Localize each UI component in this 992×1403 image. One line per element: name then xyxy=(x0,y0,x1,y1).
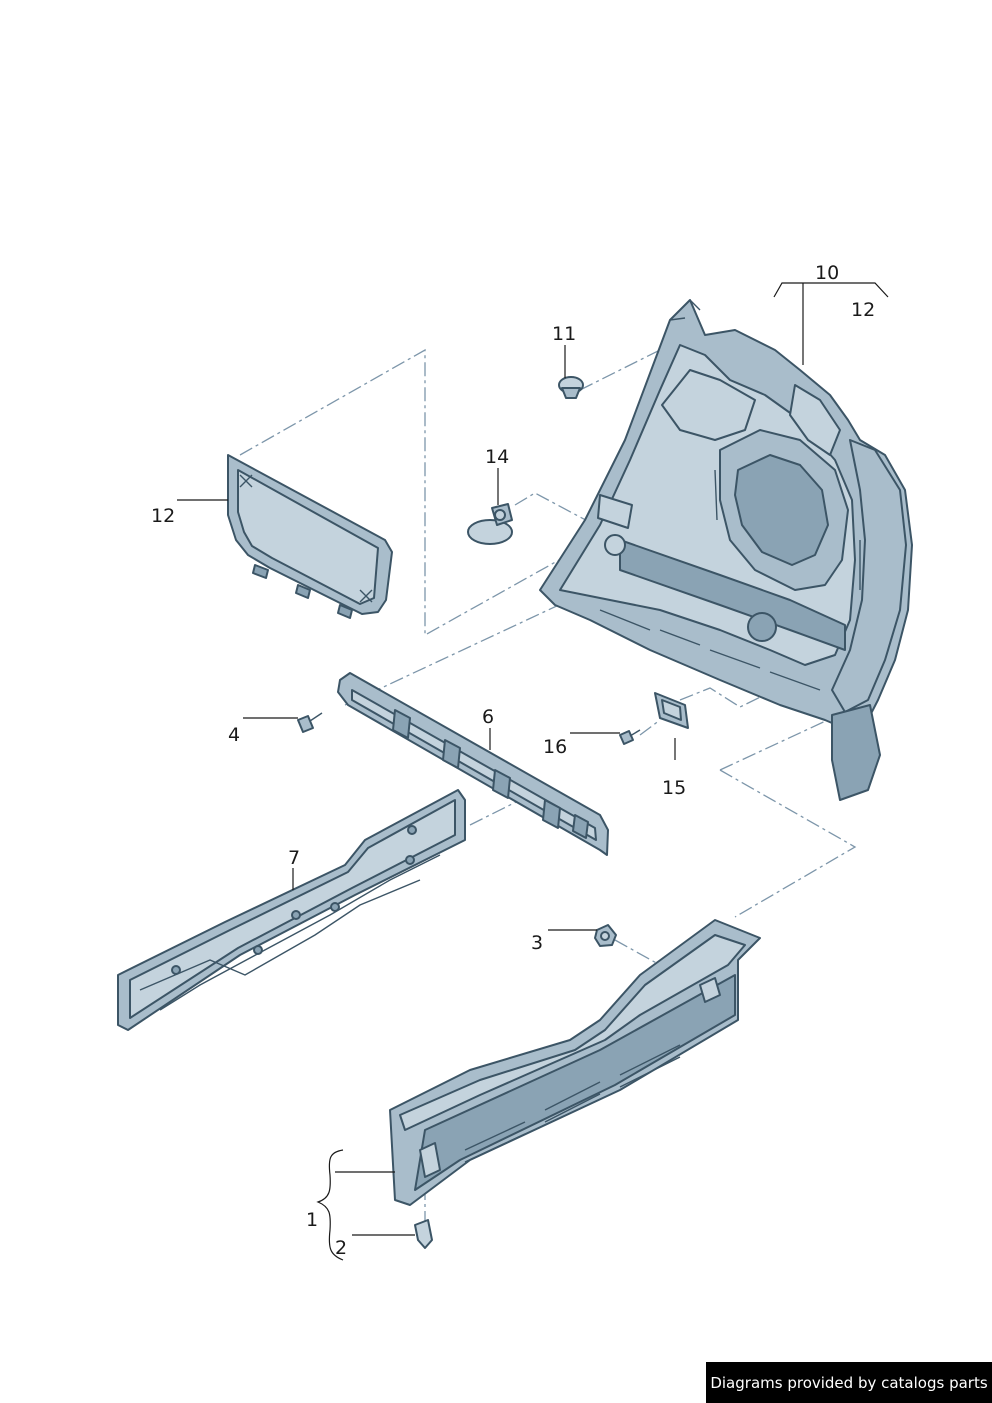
callout-12-top: 12 xyxy=(851,299,875,321)
clip-2 xyxy=(414,1219,433,1249)
mounting-bracket-6 xyxy=(337,672,609,856)
hook-15 xyxy=(654,692,689,729)
callout-7: 7 xyxy=(288,847,300,869)
callout-2: 2 xyxy=(335,1237,347,1259)
callout-6: 6 xyxy=(482,706,494,728)
callout-4: 4 xyxy=(228,724,240,746)
callout-3: 3 xyxy=(531,932,543,954)
storage-net xyxy=(227,454,393,619)
nut-3 xyxy=(594,924,617,947)
callout-11: 11 xyxy=(552,323,576,345)
callout-labels: 1 2 3 4 6 7 10 11 12 12 14 15 16 xyxy=(151,262,875,1259)
callout-1: 1 xyxy=(306,1209,318,1231)
lashing-eye-14 xyxy=(467,503,513,545)
callout-16: 16 xyxy=(543,736,567,758)
callout-12-left: 12 xyxy=(151,505,175,527)
loading-edge-trim xyxy=(389,919,761,1206)
credit-banner: Diagrams provided by catalogs parts xyxy=(706,1362,992,1403)
callout-15: 15 xyxy=(662,777,686,799)
leader-lines xyxy=(177,282,889,1261)
callout-10: 10 xyxy=(815,262,839,284)
callout-14: 14 xyxy=(485,446,509,468)
credit-text: Diagrams provided by catalogs parts xyxy=(710,1373,988,1392)
clip-11 xyxy=(558,376,584,399)
screw-16 xyxy=(619,729,641,745)
screw-4 xyxy=(297,712,323,733)
cover-plate-7 xyxy=(117,789,466,1031)
side-trim-panel xyxy=(539,299,913,801)
